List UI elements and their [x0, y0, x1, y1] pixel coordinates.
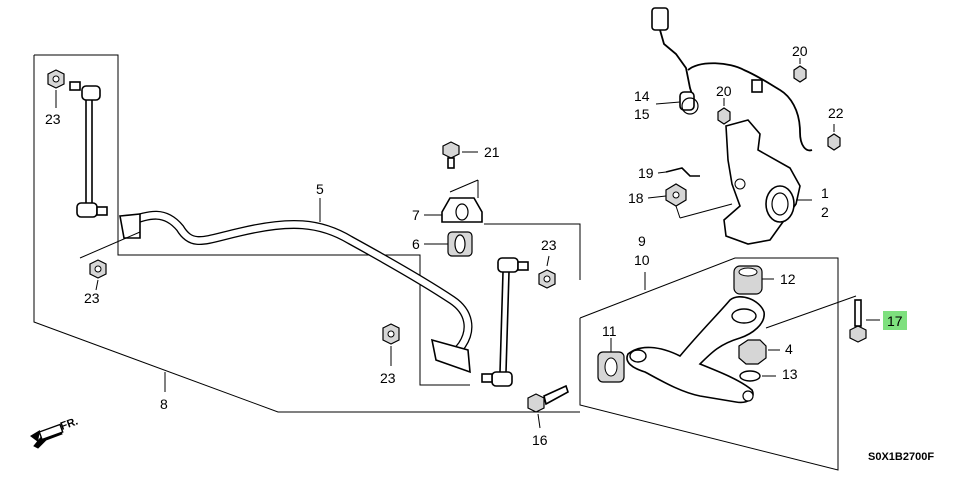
callout-21: 21: [484, 144, 500, 160]
nut-23-a: [47, 69, 65, 89]
snap-ring: [739, 370, 776, 382]
bolt-20-b: [717, 98, 731, 125]
callout-23-a: 23: [45, 111, 61, 127]
callout-17: 17: [887, 313, 903, 329]
leader-lines-23: [55, 90, 550, 366]
bolt-16: [527, 384, 569, 429]
group-outline-9-10: [579, 257, 839, 471]
stabilizer-link-right: [481, 257, 529, 387]
lower-arm: [626, 296, 765, 404]
callout-23-c: 23: [380, 370, 396, 386]
callout-14: 14: [634, 88, 650, 104]
callout-13: 13: [782, 366, 798, 382]
callout-15: 15: [634, 106, 650, 122]
callout-23-d: 23: [541, 237, 557, 253]
callout-6: 6: [412, 236, 420, 252]
nut-23-d: [538, 269, 556, 289]
nut-18: [665, 183, 687, 219]
callout-12: 12: [780, 271, 796, 287]
callout-7: 7: [412, 207, 420, 223]
bolt-22: [827, 124, 841, 151]
callout-9: 9: [638, 233, 646, 249]
highlight-17: [883, 311, 907, 330]
castle-nut: [738, 339, 780, 365]
callout-19: 19: [638, 165, 654, 181]
group-outline-8: [33, 54, 581, 413]
front-direction-marker: FR.: [30, 415, 80, 449]
stabilizer-link-left: [69, 81, 108, 218]
stabilizer-bushing: [447, 231, 473, 257]
diagram-code: S0X1B2700F: [868, 451, 934, 463]
callout-20-b: 20: [716, 83, 732, 99]
callouts: 1 2 4 5 6 7 8 9 10 11 12 13 14 15 16 17 …: [45, 43, 907, 448]
callout-8: 8: [160, 396, 168, 412]
bushing-11: [597, 338, 625, 383]
callout-16: 16: [532, 432, 548, 448]
callout-5: 5: [316, 181, 324, 197]
callout-4: 4: [785, 341, 793, 357]
bolt-21: [442, 141, 478, 169]
callout-11: 11: [602, 323, 617, 339]
callout-10: 10: [634, 252, 650, 268]
bushing-12: [733, 265, 774, 295]
callout-1: 1: [821, 185, 829, 201]
bolt-17: [765, 295, 880, 343]
abs-sensor: [651, 7, 813, 152]
callout-2: 2: [821, 204, 829, 220]
callout-23-b: 23: [84, 290, 100, 306]
stabilizer-bar: [119, 210, 473, 374]
bushing-holder: [441, 179, 483, 223]
callout-22: 22: [828, 105, 844, 121]
clip-19: [665, 167, 700, 177]
callout-18: 18: [628, 190, 644, 206]
bolt-20-a: [793, 58, 807, 83]
front-marker-label: FR.: [59, 415, 80, 432]
steering-knuckle: [679, 119, 812, 245]
callout-20-a: 20: [792, 43, 808, 59]
nut-23-b: [89, 259, 107, 279]
nut-23-c: [382, 323, 400, 345]
